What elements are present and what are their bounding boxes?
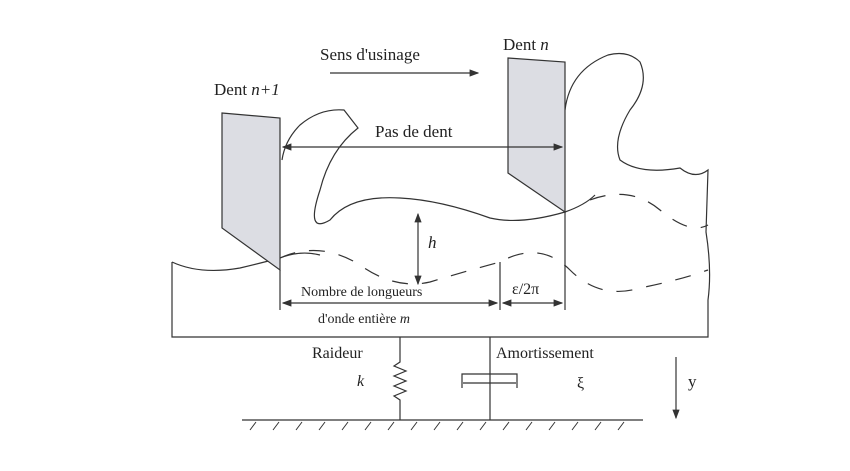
damper	[461, 337, 518, 420]
phase-label: ε/2π	[512, 281, 539, 298]
machined-surface	[171, 252, 321, 272]
direction-label: Sens d'usinage	[320, 45, 420, 64]
ground-hatching	[249, 421, 625, 431]
wavelength-label-2: d'onde entière m	[318, 312, 410, 327]
damping-label: Amortissement	[496, 345, 594, 362]
wavelength-label-1: Nombre de longueurs	[301, 285, 422, 300]
displacement-label: y	[688, 372, 697, 391]
tooth-n-label: Dent n	[503, 35, 549, 54]
damping-var: ξ	[577, 375, 584, 392]
height-label: h	[428, 233, 437, 252]
tooth-n1	[221, 112, 281, 272]
stiffness-var: k	[357, 373, 365, 390]
spring	[392, 337, 408, 420]
stiffness-label: Raideur	[312, 345, 363, 362]
workpiece-outline	[171, 52, 711, 338]
pitch-label: Pas de dent	[375, 122, 453, 141]
surface-right	[564, 194, 596, 213]
uncut-surface	[281, 109, 566, 225]
tooth-n	[507, 57, 566, 214]
tooth-n1-label: Dent n+1	[214, 80, 280, 99]
previous-surface-dashed-upper	[589, 193, 709, 229]
